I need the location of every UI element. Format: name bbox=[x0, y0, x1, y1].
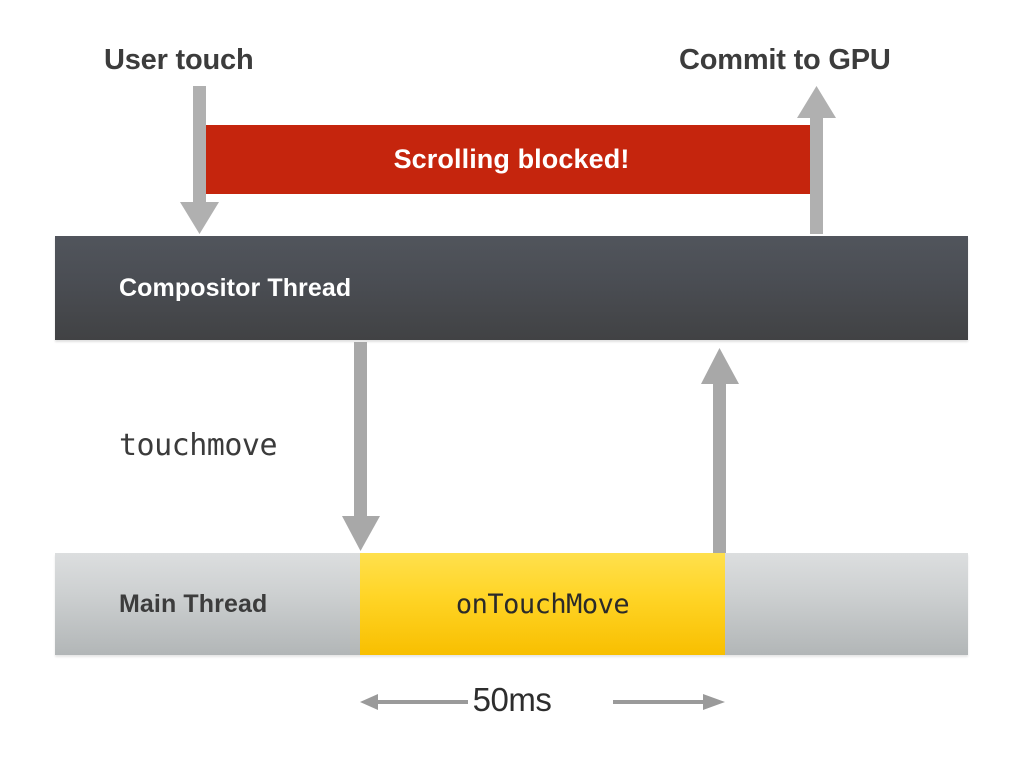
commit-to-gpu-label: Commit to GPU bbox=[679, 44, 891, 76]
compositor-thread-lane: Compositor Thread bbox=[55, 236, 968, 340]
on-touch-move-task-block: onTouchMove bbox=[360, 553, 725, 655]
main-thread-label: Main Thread bbox=[119, 589, 268, 618]
scrolling-blocked-label: Scrolling blocked! bbox=[393, 144, 630, 174]
measure-duration-label: 50ms bbox=[472, 681, 552, 718]
measure-duration-container: 50ms bbox=[0, 681, 1024, 719]
scrolling-blocked-bar: Scrolling blocked! bbox=[206, 125, 817, 194]
main-thread-return-up-arrow bbox=[701, 348, 739, 553]
on-touch-move-label: onTouchMove bbox=[455, 588, 630, 620]
compositor-thread-label: Compositor Thread bbox=[119, 273, 352, 302]
user-touch-label: User touch bbox=[104, 44, 254, 76]
touchmove-event-label: touchmove bbox=[119, 428, 278, 463]
touchmove-dispatch-down-arrow bbox=[342, 342, 380, 551]
main-thread-lane: Main Thread onTouchMove bbox=[55, 553, 968, 655]
